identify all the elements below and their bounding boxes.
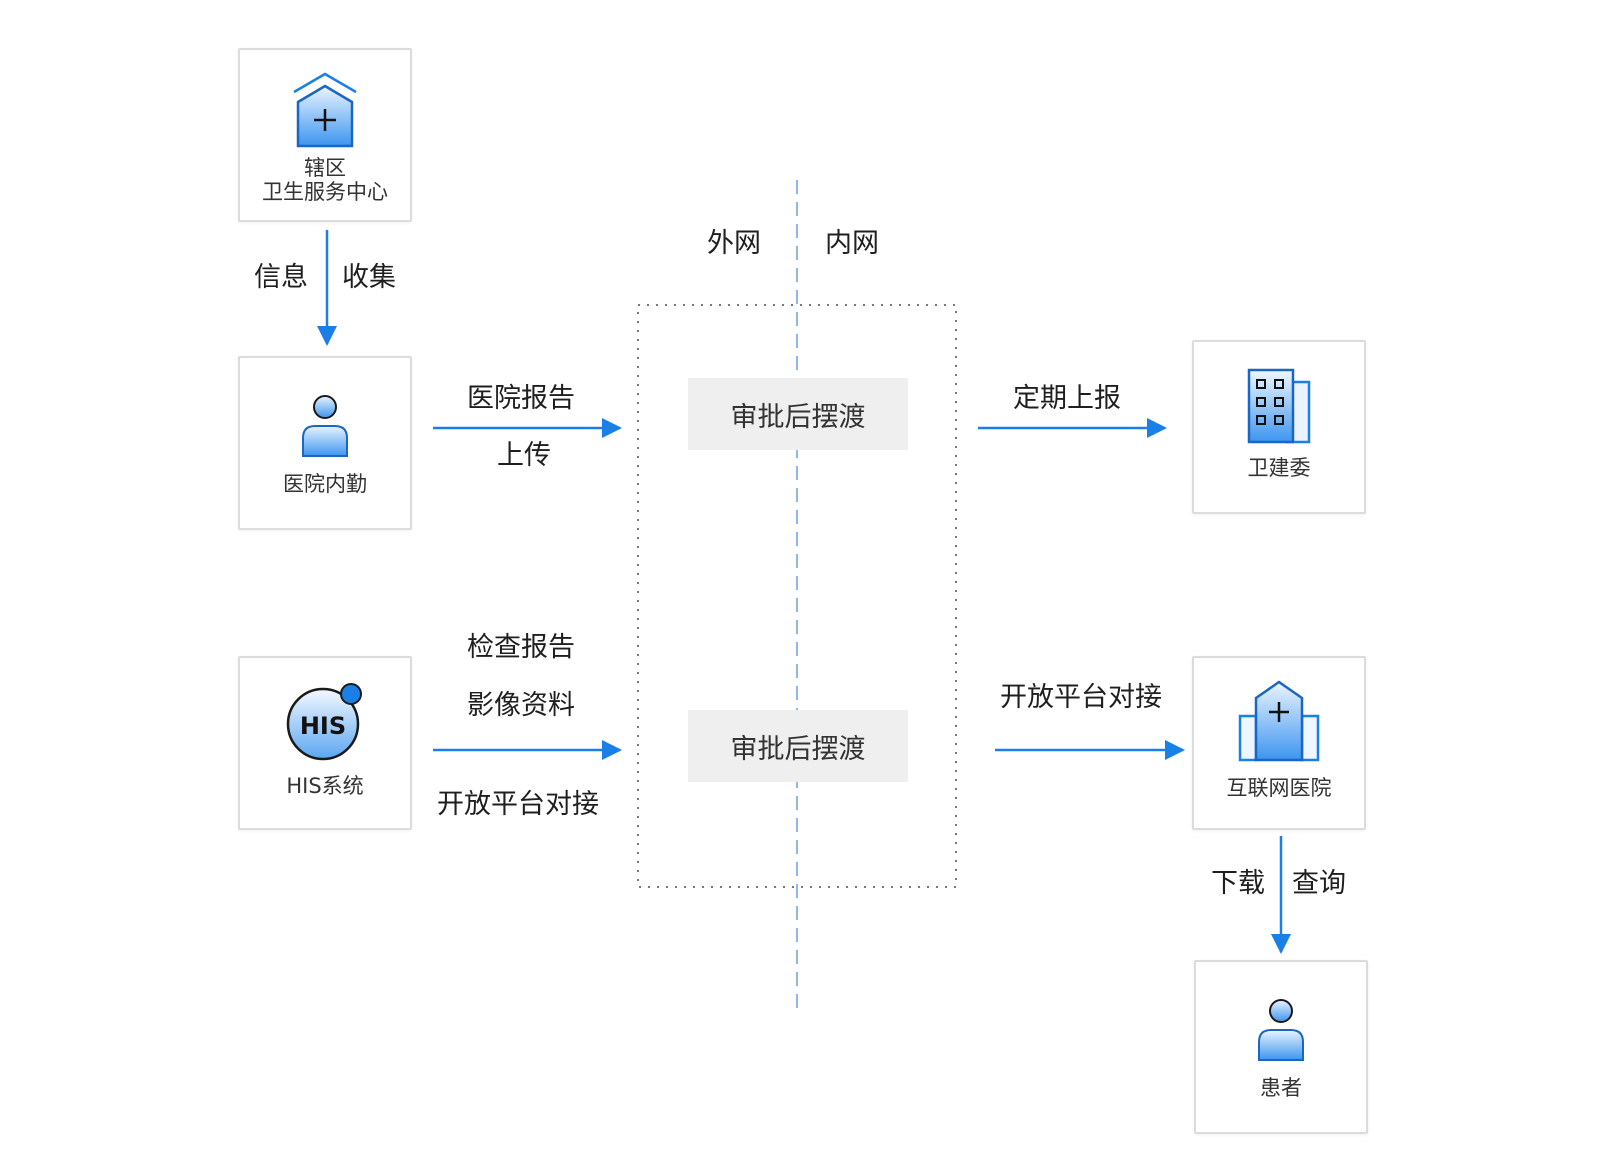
- label-upload-top: 医院报告: [467, 383, 575, 414]
- ferry-gate-bottom-label: 审批后摆渡: [730, 733, 866, 765]
- label-collect-right: 收集: [342, 262, 396, 293]
- node-health-commission-label: 卫建委: [1247, 456, 1311, 480]
- hospital-house-icon: [293, 72, 357, 148]
- label-exam-line2: 影像资料: [467, 690, 575, 721]
- node-district-center-line1: 辖区: [304, 156, 346, 180]
- label-upload-bottom: 上传: [497, 440, 551, 471]
- label-collect-left: 信息: [254, 262, 308, 293]
- zone-outer-label: 外网: [707, 228, 761, 259]
- ferry-gate-top-label: 审批后摆渡: [730, 401, 866, 433]
- label-report-periodic: 定期上报: [1013, 383, 1121, 414]
- office-building-icon: [1247, 368, 1311, 444]
- node-district-center[interactable]: 辖区 卫生服务中心: [238, 48, 412, 222]
- node-internet-hospital[interactable]: 互联网医院: [1192, 656, 1366, 830]
- label-exam-line1: 检查报告: [467, 632, 575, 663]
- hospital-building-icon: [1238, 680, 1320, 762]
- node-his-system[interactable]: HIS HIS系统: [238, 656, 412, 830]
- node-health-commission[interactable]: 卫建委: [1192, 340, 1366, 514]
- ferry-gate-bottom: 审批后摆渡: [688, 710, 908, 782]
- label-open-platform: 开放平台对接: [1000, 682, 1162, 713]
- label-download: 下载: [1211, 868, 1265, 899]
- ferry-gate-top: 审批后摆渡: [688, 378, 908, 450]
- node-hospital-staff[interactable]: 医院内勤: [238, 356, 412, 530]
- label-exam-line3: 开放平台对接: [437, 789, 599, 820]
- his-badge-text: HIS: [300, 712, 346, 740]
- node-hospital-staff-label: 医院内勤: [283, 472, 367, 496]
- node-his-system-label: HIS系统: [286, 774, 364, 798]
- label-query: 查询: [1292, 868, 1346, 899]
- node-internet-hospital-label: 互联网医院: [1226, 776, 1332, 800]
- node-district-center-line2: 卫生服务中心: [262, 180, 388, 204]
- his-badge-icon: HIS: [286, 683, 362, 761]
- zone-inner-label: 内网: [825, 228, 879, 259]
- node-patient[interactable]: 患者: [1194, 960, 1368, 1134]
- node-patient-label: 患者: [1260, 1076, 1302, 1100]
- person-icon: [302, 395, 348, 457]
- person-icon: [1258, 999, 1304, 1061]
